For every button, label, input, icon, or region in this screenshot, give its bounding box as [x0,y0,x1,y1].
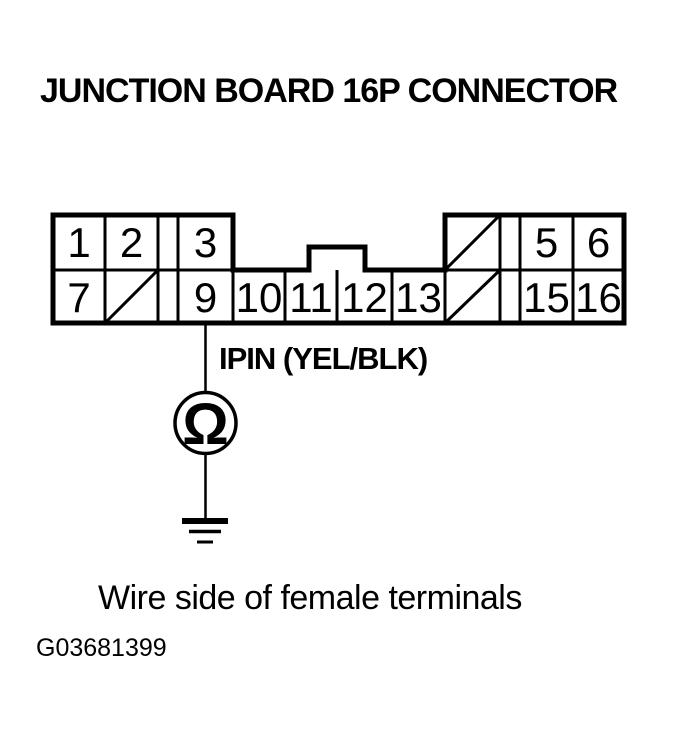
connector-grid-lines [53,215,624,323]
pin-label-3: 3 [194,219,217,266]
ohm-symbol: Ω [182,392,229,457]
diagram-caption: Wire side of female terminals [98,579,522,617]
ground-symbol [182,518,228,544]
pin-label-1: 1 [67,219,90,266]
page-title: JUNCTION BOARD 16P CONNECTOR [40,72,618,110]
pin-label-2: 2 [120,219,143,266]
pin-label-7: 7 [67,274,90,321]
pin-label-12: 12 [341,274,388,321]
wire-color-label: IPIN (YEL/BLK) [219,341,428,376]
figure-id: G03681399 [36,634,167,662]
pin-label-9: 9 [194,274,217,321]
pin-label-11: 11 [289,274,333,321]
pin-label-5: 5 [535,219,558,266]
ohmmeter: Ω [173,390,238,457]
pin-label-16: 16 [575,274,622,321]
ohmmeter-circle [173,390,238,456]
pin-label-6: 6 [587,219,610,266]
unused-cavity-slash-marks [103,213,502,325]
pin-label-10: 10 [236,274,283,321]
pin-label-15: 15 [523,274,570,321]
pin-label-13: 13 [395,274,442,321]
